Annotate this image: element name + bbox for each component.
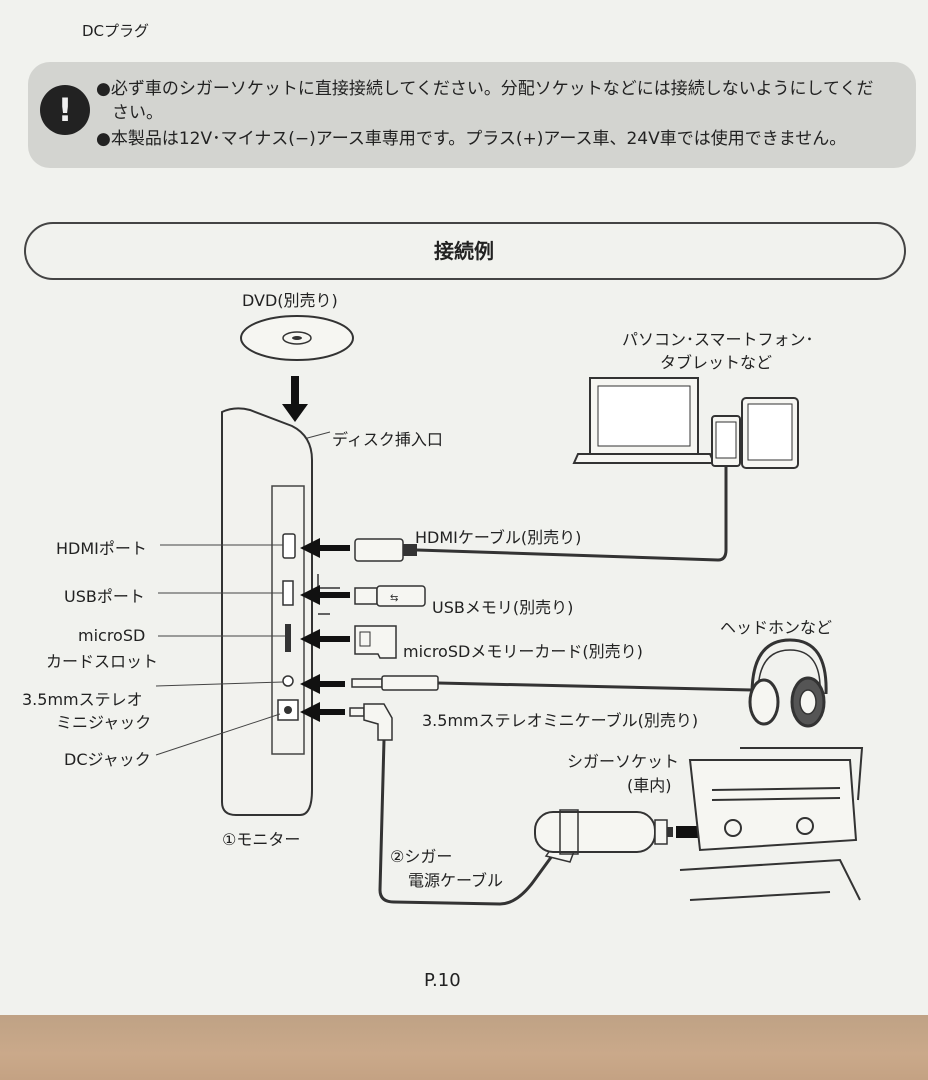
section-title: 接続例 [434,239,494,263]
monitor-side-view [221,407,340,816]
tablet-icon [741,397,799,469]
power-cable-label-2: 電源ケーブル [408,871,504,890]
car-console-icon [679,747,864,901]
usb-memory-icon: ⇆ [354,585,426,607]
section-header [24,222,906,280]
connection-diagram: ⇆ [155,315,864,906]
audio-cable [351,675,753,692]
audio-cable-label: 3.5mmステレオミニケーブル(別売り) [422,711,699,730]
smartphone-icon [711,415,741,467]
dvd-disc-icon [240,315,354,361]
warning-box [28,62,916,168]
audio-jack-label-2: ミニジャック [56,713,152,732]
warning-line-1-cont: さい。 [112,103,163,123]
disc-slot-label: ディスク挿入口 [332,430,443,449]
usb-port-label: USBポート [64,587,145,606]
power-cable [349,703,554,906]
manual-page [0,0,928,1030]
warning-line-2: ●本製品は12V･マイナス(−)アース車専用です。プラス(+)アース車、24V車… [96,129,847,149]
hdmi-port-label: HDMIポート [56,539,147,558]
microsd-slot-label-1: microSD [78,626,146,645]
headphones-label: ヘッドホンなど [720,618,833,637]
microsd-slot-label-2: カードスロット [46,652,159,671]
cigar-socket-label-2: (車内) [627,776,672,795]
table-surface [0,1015,928,1080]
devices-label-2: タブレットなど [660,353,773,372]
microsd-card-label: microSDメモリーカード(別売り) [403,642,643,661]
cigar-socket-label-1: シガーソケット [567,752,680,771]
dc-plug-label: DCプラグ [82,22,150,40]
hdmi-cable [354,466,728,562]
dvd-label: DVD(別売り) [242,291,338,310]
dc-jack-label: DCジャック [64,750,151,769]
cigar-plug-icon [534,809,673,863]
connection-arrows [300,538,350,722]
warning-line-1: ●必ず車のシガーソケットに直接接続してください。分配ソケットなどには接続しないよ… [96,79,874,99]
insert-arrow-icon [282,376,308,422]
exclamation-icon: ! [40,85,90,135]
hdmi-cable-label: HDMIケーブル(別売り) [415,528,582,547]
usb-memory-label: USBメモリ(別売り) [432,598,574,617]
monitor-label: ①モニター [222,830,301,849]
power-cable-label-1: ②シガー [390,847,453,866]
headphones-icon [748,638,828,728]
audio-jack-label-1: 3.5mmステレオ [22,690,143,709]
devices-label-1: パソコン･スマートフォン･ [622,330,814,349]
laptop-icon [572,377,716,464]
svg-text:⇆: ⇆ [390,593,398,604]
page-number: P.10 [424,970,461,991]
microsd-card-icon [354,625,397,659]
